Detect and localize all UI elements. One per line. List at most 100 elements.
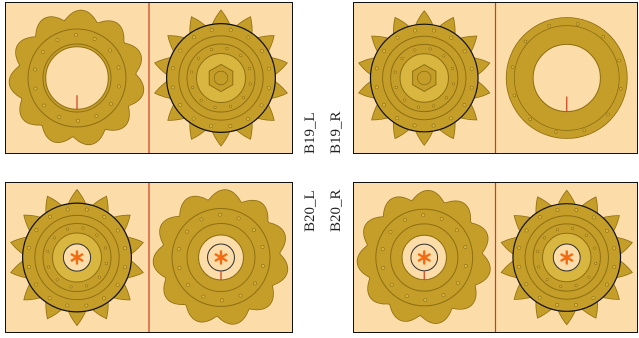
rivet (85, 284, 89, 288)
rivet (432, 104, 436, 108)
gear-ring-inner (42, 223, 112, 292)
rivet (197, 56, 201, 60)
rivet (441, 293, 446, 298)
rivet (511, 65, 515, 69)
rivet (190, 70, 194, 74)
rivet (95, 233, 99, 237)
rivet (547, 24, 551, 28)
rivet (606, 112, 610, 117)
plain-washer (505, 17, 628, 139)
rivet (454, 228, 459, 233)
rivet (74, 33, 78, 38)
wavy-washer (8, 9, 145, 146)
rivet (555, 227, 559, 231)
rivet (612, 246, 617, 251)
rivet (239, 54, 243, 58)
rivet (404, 294, 409, 299)
rivet (571, 226, 575, 230)
gear-ring-inner (186, 43, 256, 113)
rivet (201, 294, 206, 299)
rivet (65, 303, 70, 308)
rivet (57, 115, 62, 119)
rivet (109, 101, 114, 106)
b19-right-panel (353, 2, 638, 154)
rivet (380, 247, 385, 251)
rivet (46, 250, 50, 254)
rivet (192, 35, 196, 40)
rivet (594, 261, 598, 265)
rivet (104, 261, 108, 265)
rivet (191, 86, 195, 90)
rivet (591, 295, 596, 300)
rivet (523, 39, 528, 44)
rivet (403, 217, 407, 222)
rivet (253, 281, 258, 286)
rivet (260, 245, 265, 249)
rivet (395, 35, 400, 40)
rivet (225, 47, 229, 51)
rivet (177, 247, 181, 251)
rivet (55, 37, 60, 42)
rivet (591, 215, 596, 220)
rivet (209, 124, 214, 128)
rivet (76, 118, 80, 123)
rivet (517, 264, 522, 269)
rivet (559, 285, 563, 289)
rivet (267, 85, 271, 90)
rivet (27, 245, 31, 250)
gear-ring-inner (390, 43, 459, 113)
rivet (576, 22, 580, 26)
gear-outline (369, 23, 479, 133)
label-b20-l: B20_L (302, 190, 318, 232)
rivet (259, 49, 264, 53)
rivet (439, 216, 444, 221)
rivet (199, 98, 203, 102)
rivet (103, 246, 107, 250)
rivet (251, 228, 256, 232)
rivet (40, 50, 45, 55)
rivet (81, 226, 85, 230)
rivet (574, 208, 579, 212)
rivet (171, 85, 175, 90)
rivet (528, 117, 532, 122)
rivet (612, 265, 617, 270)
rivet (84, 303, 89, 308)
rivet (538, 215, 542, 220)
rivet (374, 85, 379, 90)
rivet (115, 228, 120, 233)
washer-inner-ring (42, 43, 112, 113)
rivet (584, 233, 588, 237)
rivet (587, 275, 591, 279)
rivet (554, 130, 558, 134)
rivet (524, 282, 529, 287)
rivet (456, 281, 460, 285)
rivet (236, 216, 241, 221)
rivet (374, 66, 379, 71)
gear-outline (166, 22, 277, 134)
rivet (555, 208, 560, 212)
wavy-washer (356, 189, 491, 324)
rivet (47, 265, 51, 269)
b20-left-panel (5, 182, 293, 333)
rivet (178, 103, 183, 107)
rivet (463, 245, 468, 249)
rivet (431, 28, 436, 33)
asterisk-icon (560, 250, 574, 265)
rivet (442, 54, 446, 58)
rivet (42, 103, 47, 108)
toothed-gear (10, 188, 144, 327)
rivet (395, 116, 400, 121)
rivet (199, 217, 204, 222)
rivet (238, 293, 243, 298)
rivet (102, 296, 106, 301)
washer-inner-ring (186, 223, 256, 292)
rivet (178, 48, 183, 53)
rivet (381, 102, 386, 107)
rivet (228, 28, 233, 32)
rivet (47, 296, 52, 301)
rivet (27, 264, 31, 269)
rivet (388, 230, 393, 234)
rivet (228, 124, 233, 128)
rivet (261, 264, 265, 268)
gear-ring-inner (532, 223, 601, 292)
